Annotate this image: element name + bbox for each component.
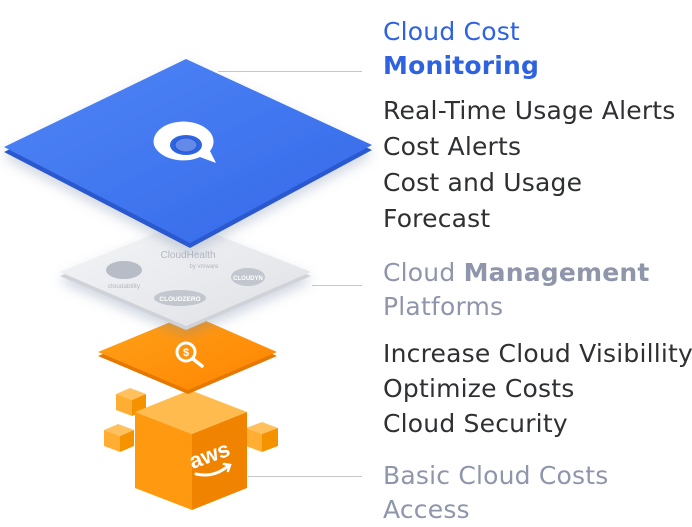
svg-text:$: $ — [183, 347, 189, 359]
connector-platforms — [312, 285, 362, 286]
logo-cloudyn: CLOUDYN — [233, 276, 263, 282]
small-cube-left-bottom — [104, 424, 134, 452]
dollar-search-icon: $ — [175, 341, 204, 368]
feature-item: Forecast — [383, 204, 491, 233]
aws-cube: aws — [135, 390, 247, 510]
feature-item: Cost Alerts — [383, 132, 522, 161]
feature-item: Cost and Usage — [383, 168, 583, 197]
logo-cloudzero: CLOUDZERO — [159, 296, 200, 303]
connector-basic-access — [248, 476, 362, 477]
monitoring-title: Cloud Cost Monitoring — [383, 15, 539, 83]
feature-item: Increase Cloud Visibillity — [383, 339, 692, 368]
feature-item: Optimize Costs — [383, 374, 575, 403]
chat-bubble-icon — [153, 121, 216, 163]
blue-monitoring-plate — [4, 59, 372, 248]
monitoring-features: Real-Time Usage Alerts Cost Alerts Cost … — [383, 93, 676, 237]
feature-item: Cloud Security — [383, 409, 568, 438]
small-cube-right — [246, 422, 278, 452]
platforms-title: Cloud Management Platforms — [383, 256, 650, 324]
basic-access-title-line2: Access — [383, 495, 470, 524]
platforms-title-prefix: Cloud — [383, 258, 464, 287]
connector-monitoring — [218, 71, 362, 72]
logo-cloudhealth: CloudHealth — [160, 250, 215, 261]
platforms-title-strong: Management — [463, 258, 650, 287]
grey-platform-plate: CloudHealth by vmware cloudability CLOUD… — [60, 222, 311, 330]
feature-item: Real-Time Usage Alerts — [383, 96, 676, 125]
logo-vmware: by vmware — [189, 264, 219, 270]
platforms-features: Increase Cloud Visibillity Optimize Cost… — [383, 336, 692, 441]
basic-access-title: Basic Cloud Costs Access — [383, 459, 609, 527]
orange-plate: $ — [98, 314, 277, 394]
basic-access-title-line1: Basic Cloud Costs — [383, 461, 609, 490]
monitoring-title-line2: Monitoring — [383, 51, 540, 80]
logo-cloudability: cloudability — [108, 283, 141, 290]
layer-stack-diagram: aws $ CloudHealth by vmware cloudability… — [4, 59, 372, 510]
platforms-title-line2: Platforms — [383, 292, 504, 321]
monitoring-title-line1: Cloud Cost — [383, 17, 520, 46]
